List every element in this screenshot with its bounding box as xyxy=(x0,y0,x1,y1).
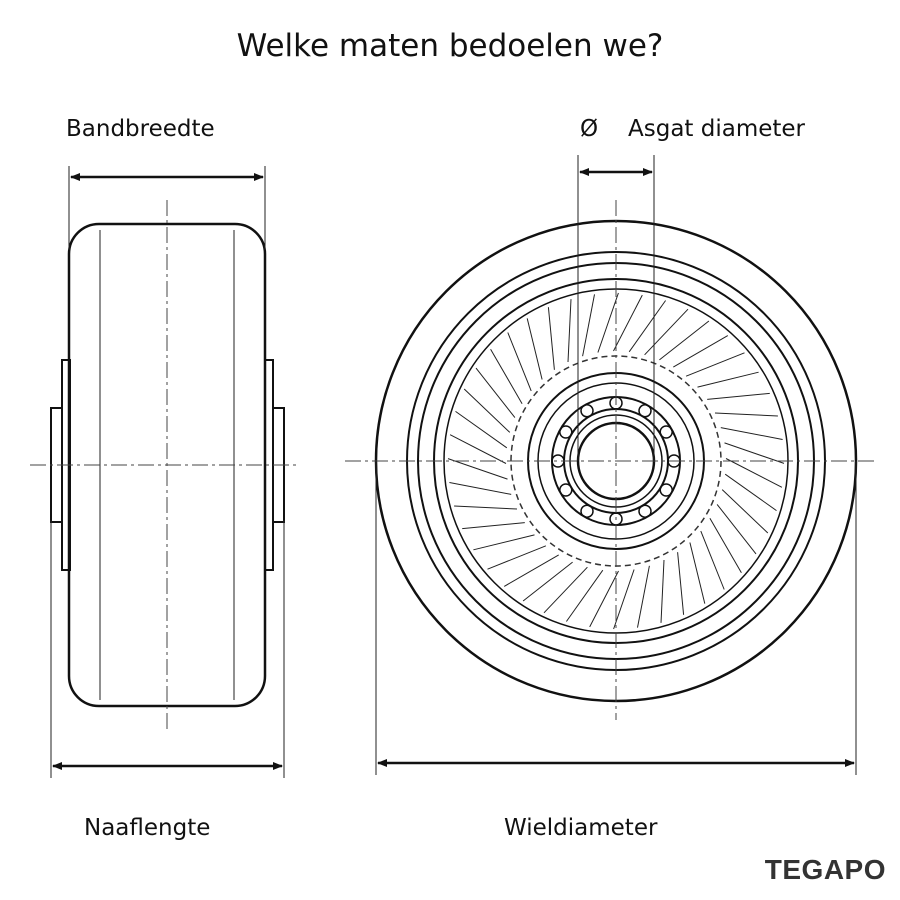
bore-diameter-label: Asgat diameter xyxy=(628,116,806,142)
brand-logo: TEGAPO xyxy=(764,854,886,885)
spoke-line xyxy=(700,530,725,590)
spoke-line xyxy=(526,318,543,380)
spoke-line xyxy=(582,294,595,357)
spoke-line xyxy=(725,458,783,488)
spoke-line xyxy=(597,292,619,353)
page-title: Welke maten bedoelen we? xyxy=(236,28,664,64)
spoke-line xyxy=(707,392,770,400)
hub-length-label: Naaflengte xyxy=(84,815,211,841)
spoke-line xyxy=(709,518,742,574)
spoke-line xyxy=(473,534,535,551)
spoke-line xyxy=(697,371,759,388)
spoke-line xyxy=(659,320,710,361)
spoke-line xyxy=(628,300,667,353)
spoke-line xyxy=(716,504,757,555)
spoke-line xyxy=(685,352,745,377)
spoke-line xyxy=(449,434,507,464)
spoke-line xyxy=(589,570,619,628)
spoke-line xyxy=(637,565,650,628)
spoke-line xyxy=(547,307,555,370)
spoke-line xyxy=(673,335,729,368)
spoke-line xyxy=(507,332,532,392)
spoke-line xyxy=(724,473,777,512)
side-view xyxy=(30,166,300,778)
rim-spokes xyxy=(447,292,785,630)
spoke-line xyxy=(644,308,689,356)
spoke-line xyxy=(462,522,525,530)
spoke-line xyxy=(522,561,573,602)
spoke-line xyxy=(613,294,643,352)
wheel-diameter-label: Wieldiameter xyxy=(504,815,658,841)
spoke-line xyxy=(503,554,559,587)
spoke-line xyxy=(463,388,511,433)
spoke-line xyxy=(677,552,685,615)
spoke-line xyxy=(613,569,635,630)
tread-width-label: Bandbreedte xyxy=(66,116,215,142)
spoke-line xyxy=(721,489,769,534)
spoke-line xyxy=(475,367,516,418)
spoke-line xyxy=(543,566,588,614)
spoke-line xyxy=(724,442,785,464)
spoke-line xyxy=(454,505,518,510)
spoke-line xyxy=(714,412,778,417)
spoke-line xyxy=(455,410,508,449)
spoke-line xyxy=(447,458,508,480)
spoke-line xyxy=(565,569,604,622)
spoke-line xyxy=(567,299,572,363)
spoke-line xyxy=(660,559,665,623)
front-view xyxy=(345,155,875,775)
spoke-line xyxy=(689,542,706,604)
spoke-line xyxy=(487,545,547,570)
spoke-line xyxy=(490,348,523,404)
spoke-line xyxy=(720,427,783,440)
spoke-line xyxy=(449,482,512,495)
bore-symbol: Ø xyxy=(580,116,599,142)
